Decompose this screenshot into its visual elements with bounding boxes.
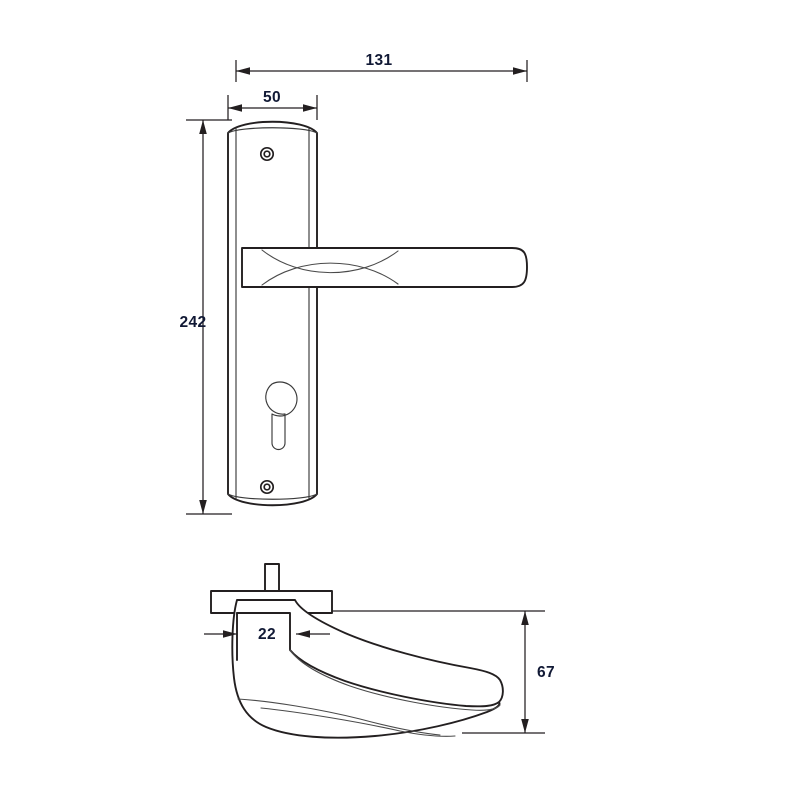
lever-ridge-line-lower <box>260 707 456 737</box>
lever-decor-curve-lower <box>261 262 399 286</box>
arrow-131-right <box>513 67 527 75</box>
arrow-50-right <box>303 104 317 112</box>
dimension-label-67: 67 <box>537 664 555 681</box>
dimension-label-22: 22 <box>258 626 276 643</box>
dimension-lever-projection: 67 <box>332 610 555 734</box>
front-view-dimensions: 131 50 242 <box>179 52 528 515</box>
front-view <box>227 120 528 507</box>
dimension-label-242: 242 <box>179 314 206 331</box>
arrow-50-left <box>228 104 242 112</box>
arrow-242-bottom <box>199 500 207 514</box>
dimension-plate-width: 50 <box>227 89 318 120</box>
lever-underside-crease <box>237 698 441 736</box>
dimension-plate-height: 242 <box>179 119 232 515</box>
backplate-outline <box>227 120 318 507</box>
dimension-label-131: 131 <box>365 52 392 69</box>
screw-hole-icon-top <box>259 146 275 162</box>
lever-side-silhouette <box>231 599 504 739</box>
arrow-131-left <box>236 67 250 75</box>
lever-decor-curve-upper <box>261 249 399 274</box>
arrow-22-left <box>223 630 237 638</box>
dimension-overall-length: 131 <box>235 52 528 82</box>
lever-handle <box>241 247 528 288</box>
side-view <box>210 563 504 739</box>
euro-cylinder-keyhole-icon <box>265 381 298 451</box>
arrow-242-top <box>199 120 207 134</box>
backplate-bottom-chamfer <box>227 493 318 500</box>
arrow-22-right <box>296 630 310 638</box>
arrow-67-bottom <box>521 719 529 733</box>
dimension-neck-width: 22 <box>204 626 330 643</box>
backplate-top-chamfer <box>227 127 318 134</box>
screw-hole-icon-bottom <box>259 479 275 495</box>
spindle-stub <box>264 563 280 592</box>
side-view-dimensions: 22 67 <box>204 610 555 734</box>
lever-ridge-line-top <box>289 649 501 711</box>
arrow-67-top <box>521 611 529 625</box>
dimension-label-50: 50 <box>263 89 281 106</box>
